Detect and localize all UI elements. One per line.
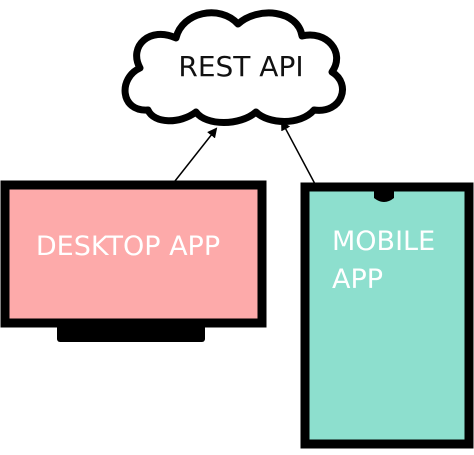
desktop-monitor: DESKTOP APP (0, 180, 267, 342)
monitor-screen (0, 180, 267, 328)
mobile-label-line1: MOBILE (332, 226, 435, 257)
phone-notch (374, 184, 394, 202)
desktop-label: DESKTOP APP (36, 231, 220, 262)
arrow-desktop-to-api (174, 127, 218, 182)
mobile-phone: MOBILE APP (300, 182, 474, 449)
mobile-label-line2: APP (332, 264, 383, 295)
cloud-shape (121, 9, 346, 126)
cloud-label: REST API (178, 50, 303, 83)
rest-api-cloud: REST API (121, 9, 346, 126)
arrow-mobile-to-api (281, 120, 316, 185)
